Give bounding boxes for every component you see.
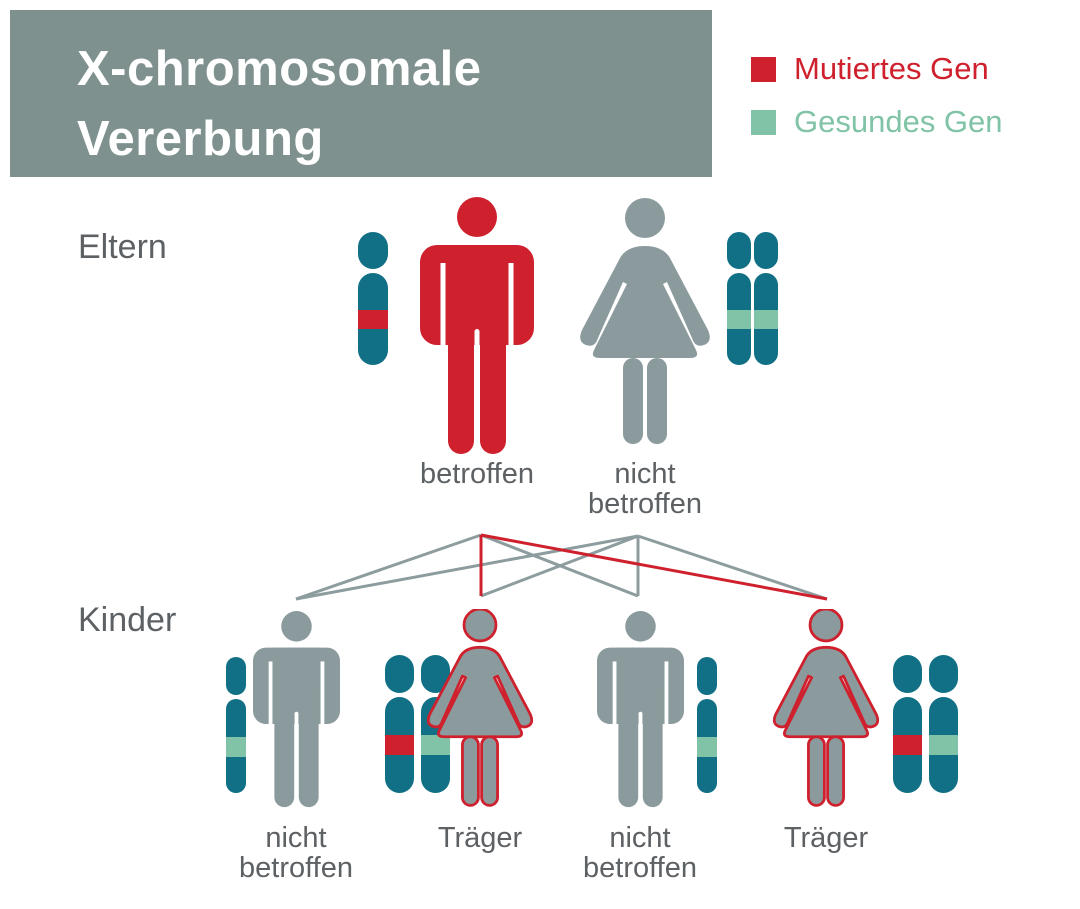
figure-leg bbox=[461, 735, 480, 807]
father-figure-male-affected bbox=[420, 197, 534, 455]
chromosome-pair-mother bbox=[727, 232, 778, 365]
child3-figure-male bbox=[597, 611, 684, 808]
figure-leg bbox=[642, 678, 663, 808]
title-line-1: X-chromosomale bbox=[77, 42, 482, 96]
figure-head bbox=[281, 611, 312, 642]
chromosome-pair-child4 bbox=[893, 655, 958, 793]
title-line-2: Vererbung bbox=[77, 112, 324, 166]
gene-band-mutated bbox=[893, 735, 922, 755]
figure-head bbox=[625, 198, 665, 238]
chromosome-child3 bbox=[697, 657, 717, 793]
figure-head bbox=[808, 609, 844, 643]
gene-band-mutated bbox=[385, 735, 414, 755]
gene-band-healthy bbox=[226, 737, 246, 757]
gene-band-mutated bbox=[358, 310, 388, 329]
figure-leg bbox=[807, 735, 826, 807]
figure-leg bbox=[623, 358, 643, 444]
gene-band-healthy bbox=[929, 735, 958, 755]
gene-band-healthy bbox=[754, 310, 778, 329]
figure-leg bbox=[298, 678, 319, 808]
mutated-gene-swatch bbox=[751, 56, 776, 82]
line-father-child1 bbox=[295, 533, 482, 601]
father-status-label: betroffen bbox=[420, 458, 534, 490]
figure-head bbox=[625, 611, 656, 642]
gene-band-healthy bbox=[421, 735, 450, 755]
figure-leg bbox=[480, 735, 499, 807]
figure-leg bbox=[618, 678, 639, 808]
figure-leg bbox=[274, 678, 295, 808]
header-banner: X-chromosomale Vererbung bbox=[10, 10, 712, 177]
line-father-child4-mutated bbox=[480, 533, 828, 601]
figure-leg bbox=[826, 735, 845, 807]
figure-leg bbox=[448, 285, 474, 454]
figure-dress-arms bbox=[580, 246, 710, 358]
legend-item-healthy: Gesundes Gen bbox=[751, 104, 1003, 139]
gene-band-healthy bbox=[727, 310, 751, 329]
legend-item-mutated: Mutiertes Gen bbox=[751, 51, 989, 86]
child4-figure-female-carrier bbox=[772, 609, 880, 807]
child2-status-label: Träger bbox=[437, 822, 523, 854]
healthy-gene-swatch bbox=[751, 109, 776, 135]
line-mother-child4 bbox=[637, 534, 828, 601]
generation-label-parents: Eltern bbox=[78, 228, 167, 266]
gene-band-healthy bbox=[697, 737, 717, 757]
figure-dress-arms bbox=[426, 645, 534, 739]
figure-leg bbox=[480, 285, 506, 454]
legend-label-healthy: Gesundes Gen bbox=[794, 104, 1003, 139]
child4-status-label: Träger bbox=[783, 822, 869, 854]
figure-head bbox=[462, 609, 498, 643]
mother-figure-female bbox=[580, 198, 710, 444]
child2-figure-female-carrier bbox=[426, 609, 534, 807]
legend-label-mutated: Mutiertes Gen bbox=[794, 51, 989, 86]
chromosome-child1 bbox=[226, 657, 246, 793]
generation-label-children: Kinder bbox=[78, 601, 177, 639]
chromosome-arm bbox=[358, 232, 388, 269]
figure-dress-arms bbox=[772, 645, 880, 739]
child1-status-label: nicht betroffen bbox=[239, 822, 353, 884]
line-mother-child1 bbox=[295, 534, 639, 601]
line-mother-child2 bbox=[480, 534, 639, 598]
chromosome-father-x bbox=[358, 232, 388, 365]
child1-figure-male bbox=[253, 611, 340, 808]
figure-leg bbox=[647, 358, 667, 444]
figure-head bbox=[457, 197, 497, 237]
mother-status-label: nicht betroffen bbox=[588, 458, 702, 520]
child3-status-label: nicht betroffen bbox=[583, 822, 697, 884]
